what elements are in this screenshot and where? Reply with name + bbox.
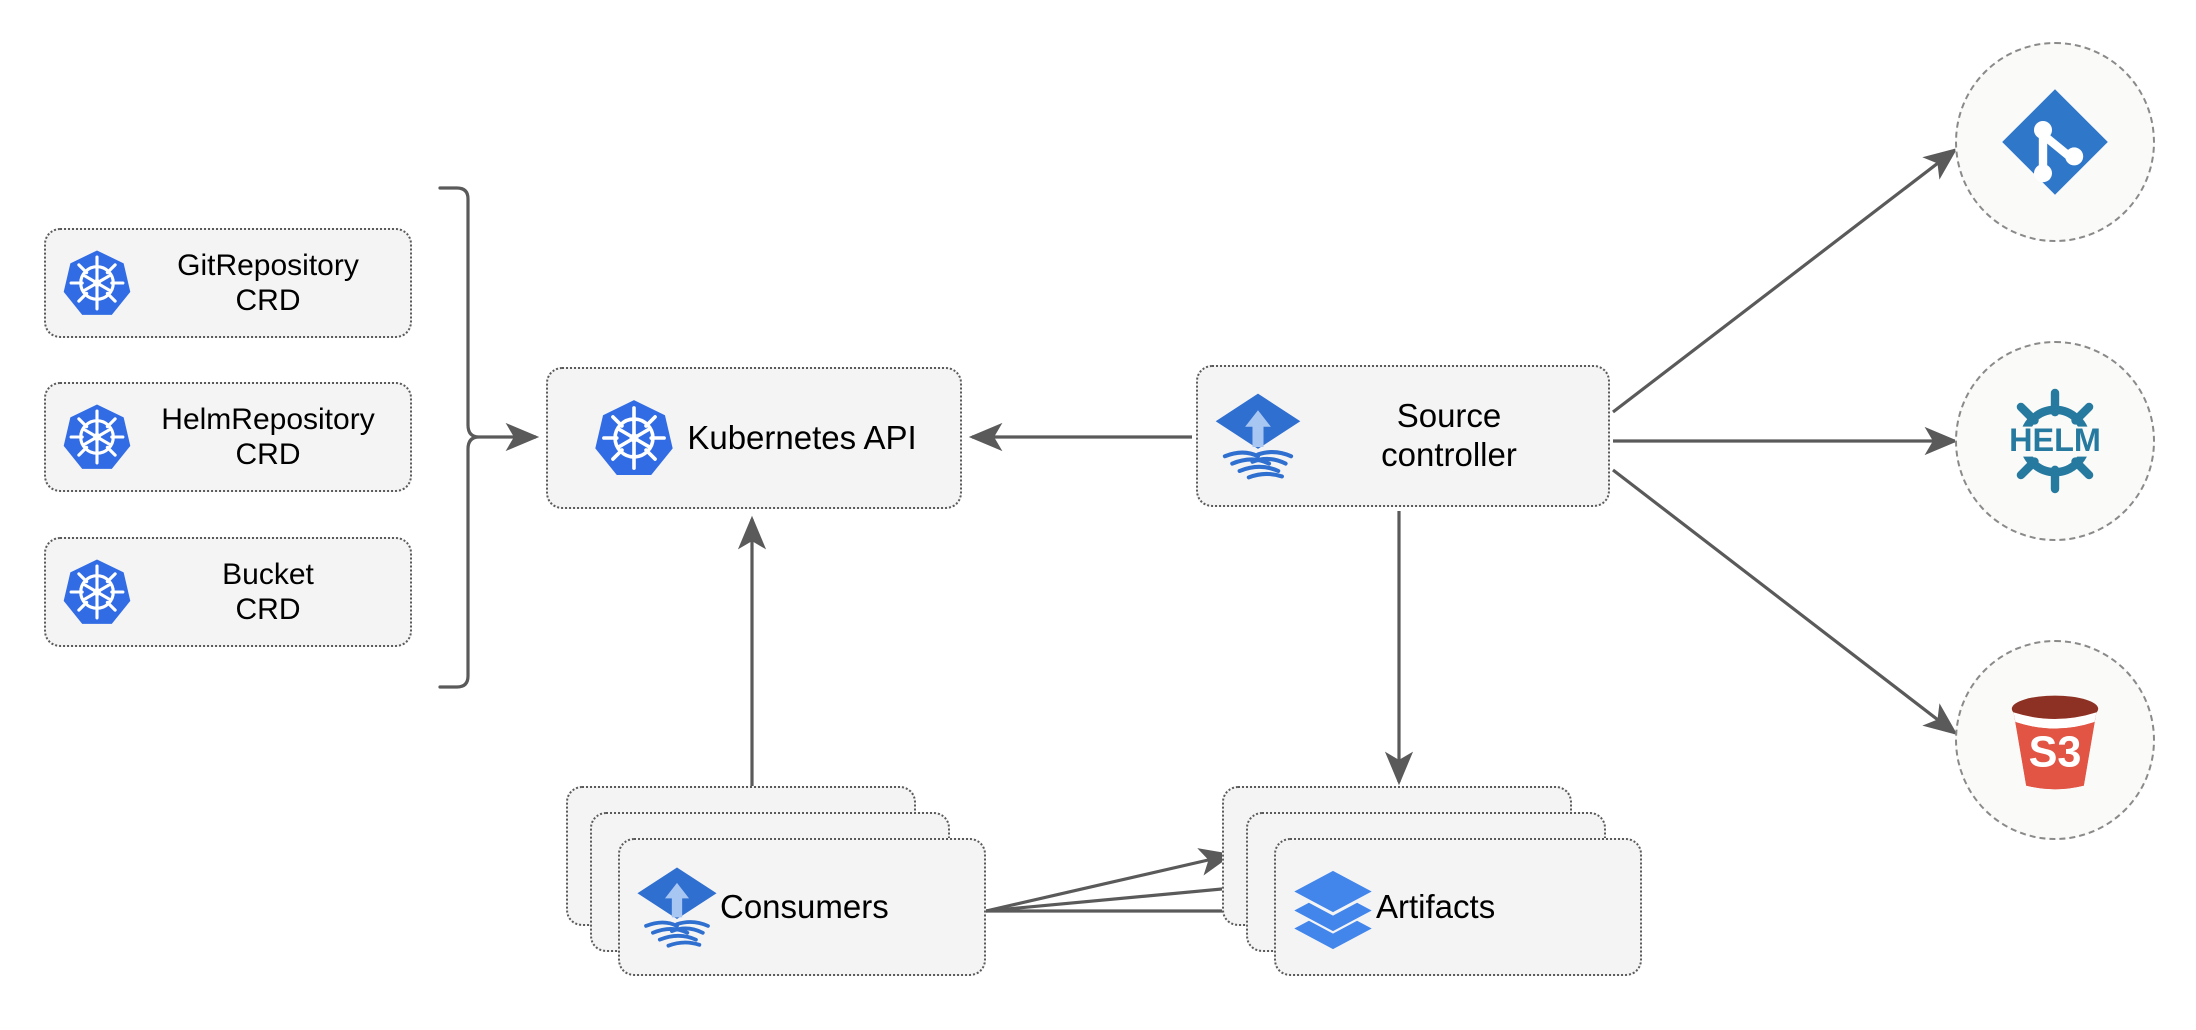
artifacts-node[interactable]: Artifacts (1222, 786, 1642, 976)
artifacts-card-front[interactable]: Artifacts (1274, 838, 1642, 976)
node-label: Consumers (720, 888, 889, 925)
consumers-card-front[interactable]: Consumers (618, 838, 986, 976)
gitrepository-crd[interactable]: GitRepository CRD (44, 228, 412, 338)
s3-source[interactable]: S3 (1955, 640, 2155, 840)
crd-label: GitRepository CRD (177, 248, 359, 317)
node-label: Kubernetes API (687, 418, 917, 456)
kubernetes-icon (60, 400, 134, 474)
edge-consumers-to-artifacts-1 (985, 848, 1234, 913)
edge-source-controller-to-git (1612, 148, 1958, 414)
flux-icon (634, 864, 720, 950)
source-controller-node[interactable]: Source controller (1196, 365, 1610, 507)
kubernetes-icon (60, 246, 134, 320)
helmrepository-crd[interactable]: HelmRepository CRD (44, 382, 412, 492)
edge-source-controller-to-s3 (1612, 468, 1958, 735)
edge-consumers-to-artifacts-2 (985, 874, 1258, 913)
crd-label: Bucket CRD (222, 557, 314, 626)
node-label: Artifacts (1376, 888, 1496, 925)
kubernetes-icon (591, 395, 677, 481)
consumers-node[interactable]: Consumers (566, 786, 986, 976)
svg-text:S3: S3 (2029, 728, 2082, 776)
helm-icon: HELM (1995, 381, 2115, 501)
helm-source[interactable]: HELM (1955, 341, 2155, 541)
s3-icon: S3 (1995, 680, 2115, 800)
git-icon (1995, 82, 2115, 202)
bucket-crd[interactable]: Bucket CRD (44, 537, 412, 647)
layers-icon (1290, 864, 1376, 950)
svg-text:HELM: HELM (2009, 422, 2101, 458)
crd-label: HelmRepository CRD (161, 402, 375, 471)
flux-icon (1212, 390, 1304, 482)
crd-group-bracket (438, 186, 540, 689)
node-label: Source controller (1381, 397, 1517, 473)
kubernetes-icon (60, 555, 134, 629)
git-source[interactable] (1955, 42, 2155, 242)
kubernetes-api-node[interactable]: Kubernetes API (546, 367, 962, 509)
